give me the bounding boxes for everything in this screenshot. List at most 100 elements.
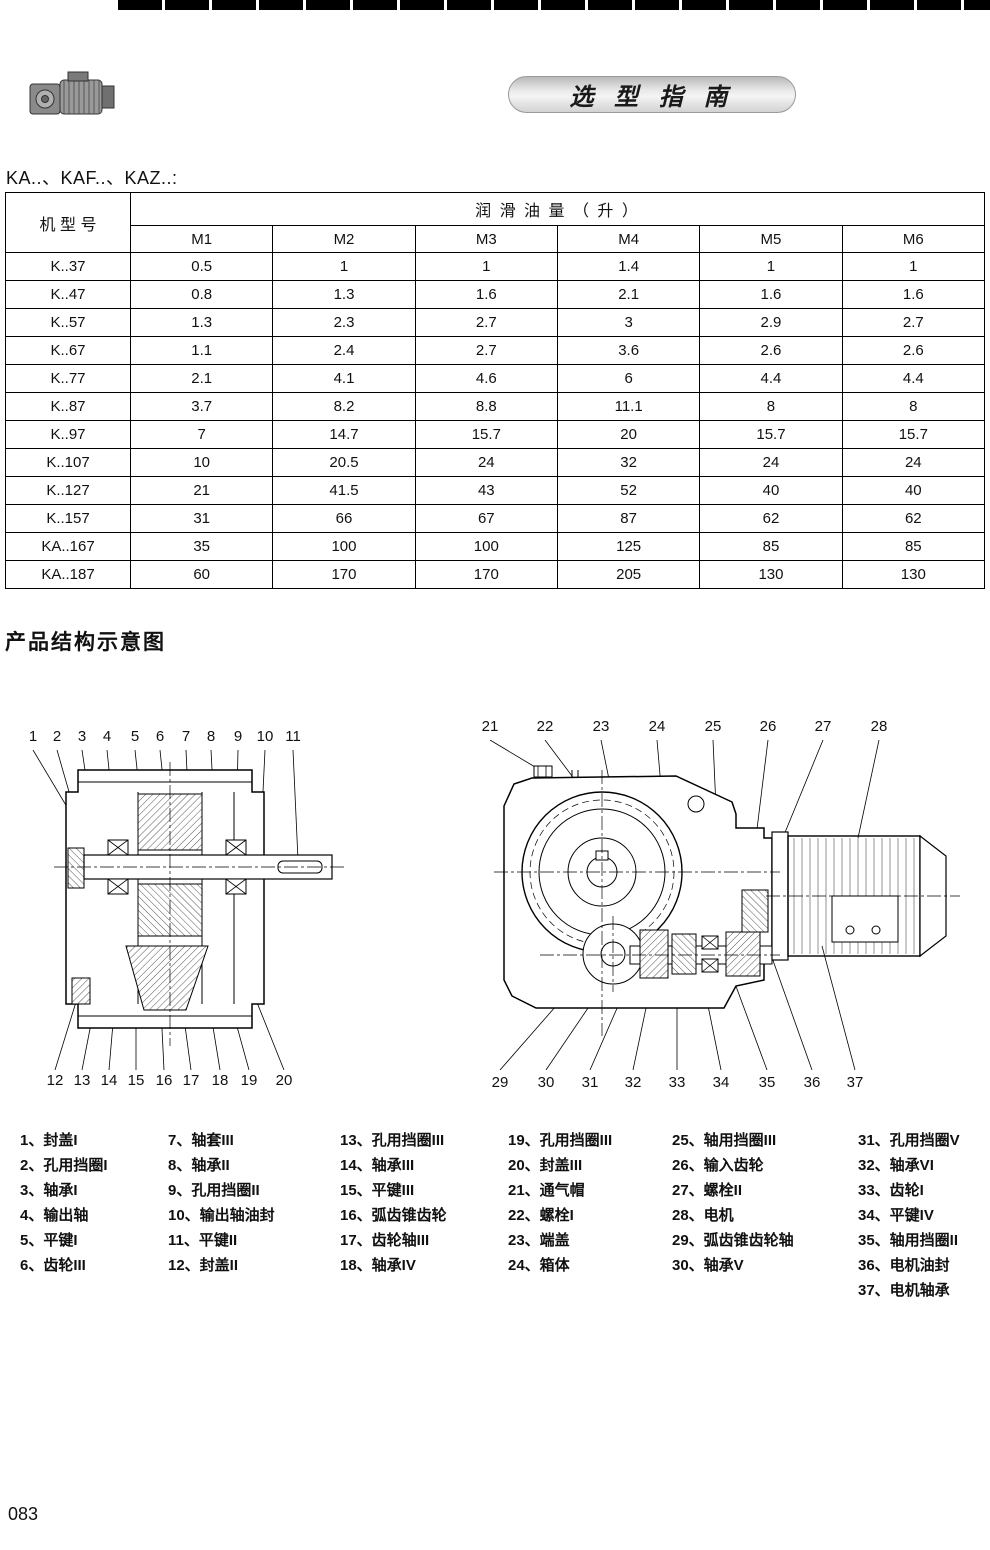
legend-item: 14、轴承III [340,1157,415,1174]
top-registration-strip [118,0,990,10]
oil-quantity-cell: 1.6 [841,280,986,309]
legend-item: 28、电机 [672,1207,734,1224]
legend-item: 7、轴套III [168,1132,234,1149]
callout-number: 16 [155,1072,173,1089]
oil-quantity-cell: 6 [556,364,701,393]
callout-number: 7 [181,728,191,745]
oil-quantity-cell: 205 [556,560,701,589]
page-title-banner: 选 型 指 南 [508,76,796,113]
gearmotor-image [29,71,115,115]
model-cell: K..37 [5,252,131,281]
legend-item: 19、孔用挡圈III [508,1132,613,1149]
legend-item: 12、封盖II [168,1257,239,1274]
callout-number: 11 [285,728,301,745]
oil-quantity-cell: 1 [414,252,558,281]
callout-number: 25 [704,718,722,735]
oil-quantity-cell: 21 [129,476,274,505]
coupling-section [725,931,761,977]
oil-quantity-cell: 1.3 [129,308,274,337]
oil-quantity-cell: 24 [699,448,843,477]
oil-quantity-cell: 32 [556,448,701,477]
legend-item: 31、孔用挡圈V [858,1132,960,1149]
model-cell: K..47 [5,280,131,309]
callout-number: 3 [77,728,87,745]
oil-quantity-cell: 100 [414,532,558,561]
legend-item: 18、轴承IV [340,1257,416,1274]
callout-number: 26 [759,718,777,735]
callout-number: 31 [581,1074,599,1091]
oil-quantity-cell: 2.1 [129,364,274,393]
column-header: M6 [841,225,986,253]
series-label: KA..、KAF..、KAZ..: [6,168,178,188]
oil-quantity-cell: 20 [556,420,701,449]
oil-quantity-cell: 1 [272,252,416,281]
cover2-section [71,977,91,1005]
callout-number: 28 [870,718,888,735]
oil-quantity-cell: 40 [699,476,843,505]
oil-quantity-cell: 3.7 [129,392,274,421]
oil-quantity-cell: 4.4 [841,364,986,393]
column-header: M4 [556,225,701,253]
legend-item: 29、弧齿锥齿轮轴 [672,1232,794,1249]
legend-item: 8、轴承II [168,1157,230,1174]
oil-quantity-cell: 2.6 [841,336,986,365]
oil-quantity-cell: 67 [414,504,558,533]
oil-quantity-cell: 43 [414,476,558,505]
oil-quantity-cell: 11.1 [556,392,701,421]
legend-item: 25、轴用挡圈III [672,1132,777,1149]
legend-item: 21、通气帽 [508,1182,585,1199]
legend-item: 33、齿轮I [858,1182,924,1199]
callout-number: 18 [211,1072,229,1089]
column-header: M3 [414,225,558,253]
oil-quantity-cell: 2.9 [699,308,843,337]
model-cell: K..67 [5,336,131,365]
oil-quantity-cell: 62 [841,504,986,533]
centerlines [494,770,960,1036]
oil-quantity-cell: 2.4 [272,336,416,365]
callout-number: 5 [130,728,140,745]
callout-number: 22 [536,718,554,735]
oil-quantity-cell: 20.5 [272,448,416,477]
model-cell: K..157 [5,504,131,533]
oil-quantity-cell: 170 [414,560,558,589]
model-cell: K..107 [5,448,131,477]
oil-quantity-cell: 35 [129,532,274,561]
legend-item: 26、输入齿轮 [672,1157,764,1174]
oil-quantity-cell: 2.7 [414,308,558,337]
callout-number: 12 [46,1072,64,1089]
oil-quantity-cell: 100 [272,532,416,561]
oil-quantity-cell: 14.7 [272,420,416,449]
legend-item: 37、电机轴承 [858,1282,950,1299]
oil-quantity-cell: 15.7 [841,420,986,449]
column-header: M5 [699,225,843,253]
callout-number: 17 [182,1072,200,1089]
model-cell: K..87 [5,392,131,421]
callout-number: 15 [127,1072,145,1089]
legend-item: 32、轴承VI [858,1157,934,1174]
callout-number: 37 [846,1074,864,1091]
oil-quantity-cell: 8 [699,392,843,421]
oil-quantity-cell: 7 [129,420,274,449]
legend-item: 35、轴用挡圈II [858,1232,959,1249]
legend-item: 17、齿轮轴III [340,1232,430,1249]
oil-quantity-cell: 8.2 [272,392,416,421]
column-header: M2 [272,225,416,253]
legend-item: 10、输出轴油封 [168,1207,275,1224]
legend-item: 20、封盖III [508,1157,583,1174]
oil-quantity-cell: 4.6 [414,364,558,393]
bolt-hole [687,795,705,813]
oil-quantity-cell: 2.7 [841,308,986,337]
